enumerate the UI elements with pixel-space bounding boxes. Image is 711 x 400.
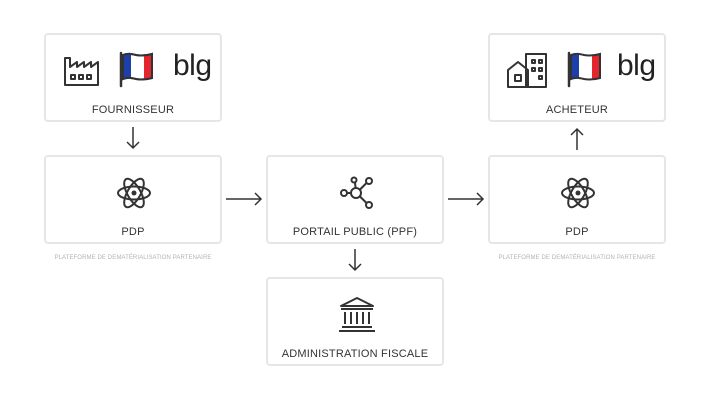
arrow-pdp-to-buyer [570, 127, 584, 150]
supplier-card: blg FOURNISSEUR [44, 33, 222, 122]
office-building-icon [507, 53, 547, 88]
arrow-portal-to-tax [348, 249, 362, 272]
factory-icon [64, 57, 99, 86]
supplier-label: FOURNISSEUR [91, 104, 175, 116]
pdp-right-label: PDP [565, 226, 589, 238]
network-hub-icon [340, 176, 373, 209]
arrow-portal-to-pdp [448, 192, 485, 206]
buyer-card: blg ACHETEUR [488, 33, 666, 122]
portal-card: PORTAIL PUBLIC (PPF) [266, 155, 444, 244]
atom-icon [561, 177, 595, 209]
buyer-label: ACHETEUR [545, 104, 609, 116]
arrow-supplier-to-pdp [126, 127, 140, 150]
blg-logo: blg [617, 49, 656, 82]
tax-admin-card: ADMINISTRATION FISCALE [266, 277, 444, 366]
pdp-left-caption: PLATEFORME DE DEMATÉRIALISATION PARTENAI… [54, 255, 212, 261]
french-flag-icon [119, 51, 153, 88]
pdp-left-label: PDP [121, 226, 145, 238]
portal-label: PORTAIL PUBLIC (PPF) [292, 226, 418, 238]
french-flag-icon [567, 51, 601, 88]
blg-logo: blg [173, 49, 212, 82]
pdp-right-card: PDP [488, 155, 666, 244]
arrow-pdp-to-portal [226, 192, 263, 206]
pdp-right-caption: PLATEFORME DE DEMATÉRIALISATION PARTENAI… [498, 255, 656, 261]
tax-admin-label: ADMINISTRATION FISCALE [281, 348, 429, 360]
government-building-icon [339, 297, 375, 332]
atom-icon [117, 177, 151, 209]
pdp-left-card: PDP [44, 155, 222, 244]
